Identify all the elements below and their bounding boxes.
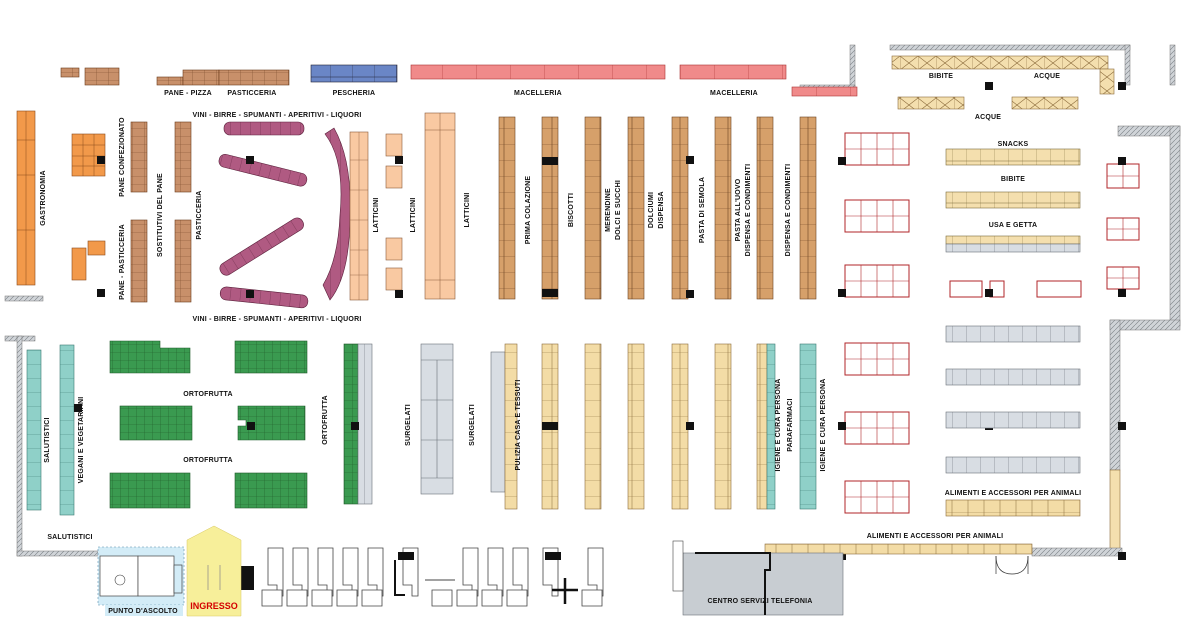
label-bibite-top: BIBITE xyxy=(929,73,953,80)
label-acque-top: ACQUE xyxy=(1034,73,1060,80)
label-animali-2: ALIMENTI E ACCESSORI PER ANIMALI xyxy=(867,533,1004,540)
fish-counter: PESCHERIA xyxy=(310,64,398,97)
label-salutistici-v: SALUTISTICI xyxy=(44,417,51,462)
label-parafarmaci: PARAFARMACI xyxy=(787,398,794,451)
label-animali-1: ALIMENTI E ACCESSORI PER ANIMALI xyxy=(945,490,1082,497)
label-dispensa-1: DISPENSA xyxy=(658,191,665,228)
bakery-counters-top: PANE - PIZZA PASTICCERIA xyxy=(60,67,290,97)
label-ortofrutta-2: ORTOFRUTTA xyxy=(183,457,233,464)
deli-section: GASTRONOMIA xyxy=(16,110,106,297)
store-walls xyxy=(4,44,1181,557)
label-dispensa-condimenti-2: DISPENSA E CONDIMENTI xyxy=(785,164,792,257)
label-merendine: MERENDINE xyxy=(605,188,612,232)
label-dolciumi: DOLCIUMI xyxy=(648,192,655,228)
label-acque-mid: ACQUE xyxy=(975,114,1001,121)
label-biscotti: BISCOTTI xyxy=(568,193,575,227)
label-vini-top: VINI - BIRRE - SPUMANTI - APERITIVI - LI… xyxy=(193,112,362,119)
beverage-cases-top: BIBITE ACQUE ACQUE xyxy=(891,55,1126,121)
checkout-markers xyxy=(240,552,578,604)
service-center: CENTRO SERVIZI TELEFONIA xyxy=(672,540,844,616)
label-punto-ascolto: PUNTO D'ASCOLTO xyxy=(108,608,178,615)
label-bibite-mid: BIBITE xyxy=(1001,176,1025,183)
label-usa-getta: USA E GETTA xyxy=(989,222,1037,229)
listening-point: PUNTO D'ASCOLTO xyxy=(97,546,185,616)
label-macelleria-1: MACELLERIA xyxy=(514,90,562,97)
label-pane-pizza: PANE - PIZZA xyxy=(164,90,212,97)
frozen-section: SURGELATI SURGELATI xyxy=(405,343,518,510)
label-pasticceria-side: PASTICCERIA xyxy=(196,190,203,239)
freezer-cabinets xyxy=(844,132,1140,514)
grocery-aisles: PRIMA COLAZIONE BISCOTTI MERENDINE DOLCI… xyxy=(498,116,817,300)
label-surgelati-1: SURGELATI xyxy=(405,404,412,446)
label-pasta-semola: PASTA DI SEMOLA xyxy=(699,177,706,243)
label-pescheria: PESCHERIA xyxy=(333,90,376,97)
label-pulizia: PULIZIA CASA E TESSUTI xyxy=(515,380,522,471)
label-igiene-2: IGIENE E CURA PERSONA xyxy=(820,378,827,471)
label-ingresso: INGRESSO xyxy=(190,601,238,611)
right-shelves: SNACKS BIBITE USA E GETTA ALIMENTI E ACC… xyxy=(945,141,1082,517)
label-dolci-succhi: DOLCI E SUCCHI xyxy=(615,180,622,240)
label-prima-colazione: PRIMA COLAZIONE xyxy=(525,176,532,245)
label-vini-bottom: VINI - BIRRE - SPUMANTI - APERITIVI - LI… xyxy=(193,316,362,323)
pet-food-front: ALIMENTI E ACCESSORI PER ANIMALI xyxy=(764,533,1033,575)
label-sostitutivi: SOSTITUTIVI DEL PANE xyxy=(157,173,164,257)
label-latticini-3: LATTICINI xyxy=(464,192,471,227)
label-pane-pasticceria: PANE - PASTICCERIA xyxy=(119,224,126,300)
label-latticini-2: LATTICINI xyxy=(410,197,417,232)
label-salutistici-h: SALUTISTICI xyxy=(47,534,92,541)
label-latticini-1: LATTICINI xyxy=(373,197,380,232)
meat-counters: MACELLERIA MACELLERIA xyxy=(410,64,858,97)
freezer-dividers xyxy=(845,133,1139,513)
label-macelleria-2: MACELLERIA xyxy=(710,90,758,97)
label-pane-confezionato: PANE CONFEZIONATO xyxy=(119,117,126,197)
bread-shelves: PANE CONFEZIONATO SOSTITUTIVI DEL PANE P… xyxy=(119,117,203,303)
label-pasta-uovo: PASTA ALL'UOVO xyxy=(735,178,742,241)
label-igiene-1: IGIENE E CURA PERSONA xyxy=(775,378,782,471)
label-gastronomia: GASTRONOMIA xyxy=(40,170,47,225)
health-section: SALUTISTICI VEGANI E VEGETARIANI SALUTIS… xyxy=(26,344,92,541)
label-dispensa-condimenti-1: DISPENSA E CONDIMENTI xyxy=(745,164,752,257)
checkout-lanes xyxy=(261,547,604,607)
label-centro-servizi: CENTRO SERVIZI TELEFONIA xyxy=(707,598,812,605)
label-vegani: VEGANI E VEGETARIANI xyxy=(78,397,85,484)
dairy-section: LATTICINI LATTICINI LATTICINI xyxy=(349,112,471,301)
entrance[interactable]: INGRESSO xyxy=(186,525,242,617)
label-ortofrutta-v: ORTOFRUTTA xyxy=(322,395,329,445)
household-aisles: PULIZIA CASA E TESSUTI IGIENE E CURA PER… xyxy=(515,343,827,510)
label-ortofrutta-1: ORTOFRUTTA xyxy=(183,391,233,398)
label-pasticceria-top: PASTICCERIA xyxy=(227,90,276,97)
label-surgelati-2: SURGELATI xyxy=(469,404,476,446)
label-snacks: SNACKS xyxy=(998,141,1029,148)
wine-section: VINI - BIRRE - SPUMANTI - APERITIVI - LI… xyxy=(193,112,362,323)
produce-section: ORTOFRUTTA ORTOFRUTTA ORTOFRUTTA xyxy=(109,340,373,509)
